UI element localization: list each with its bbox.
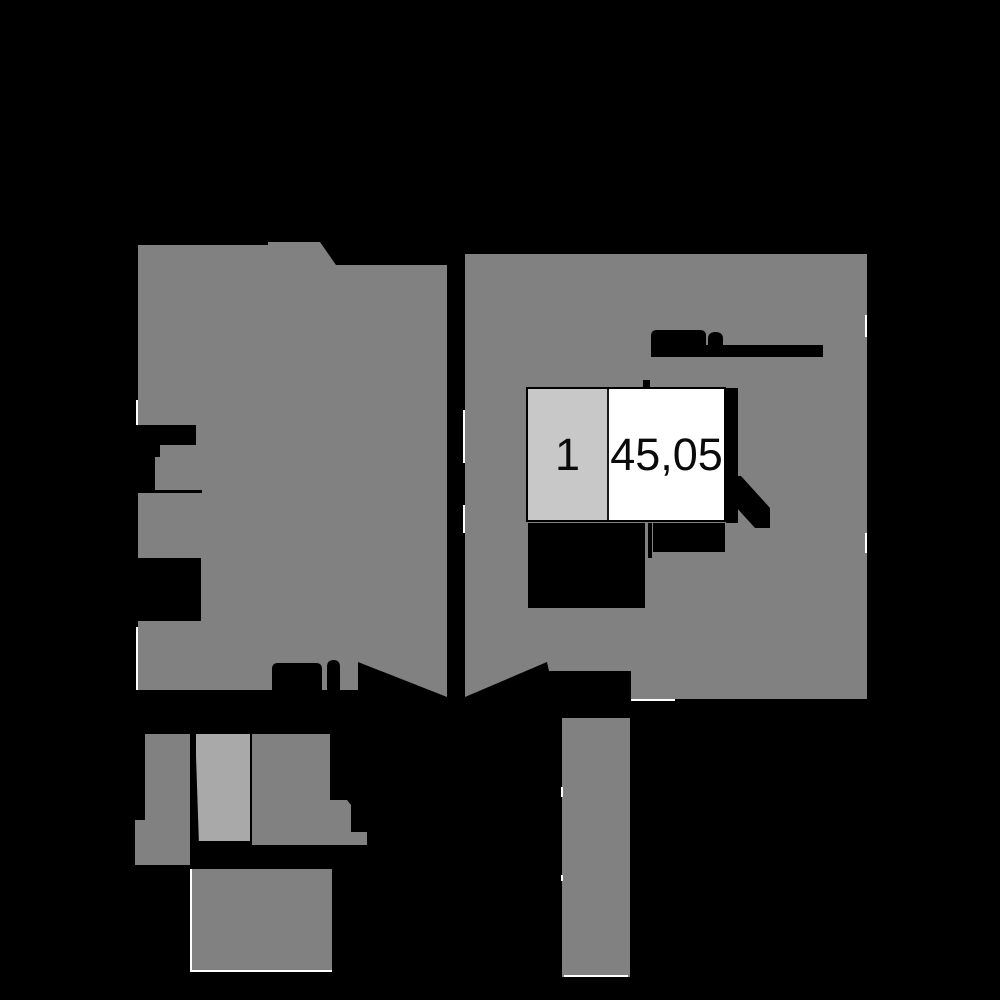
unit-number-text: 1 xyxy=(554,428,581,480)
left-edge-step-line xyxy=(136,490,202,493)
left-edge-step-notch xyxy=(136,425,196,490)
dimension-line-bar xyxy=(651,345,823,357)
below-box-wall-line xyxy=(648,523,652,558)
unit-number-cell: 1 xyxy=(528,389,609,520)
lower-left-room-d xyxy=(192,869,332,972)
unit-area-text: 45,05 xyxy=(610,428,723,480)
white-sliver-left-top xyxy=(136,400,138,425)
lower-left-room-b xyxy=(196,734,250,841)
masked-label-lower-blob-2 xyxy=(327,660,340,690)
white-sliver-corridor-bottom xyxy=(564,975,628,977)
masked-label-lower-blob-1 xyxy=(272,663,322,690)
corridor-strip xyxy=(562,718,630,977)
left-wing-floor xyxy=(138,242,447,697)
shaft-square xyxy=(136,558,201,621)
white-tick-right-edge-2 xyxy=(865,533,867,553)
lower-left-room-a xyxy=(135,734,190,865)
white-sliver-rightwing-edge-2 xyxy=(463,505,465,533)
unit-label-box[interactable]: 1 45,05 xyxy=(526,387,726,522)
lower-left-room-c xyxy=(252,734,367,845)
white-sliver-rightwing-edge-1 xyxy=(463,410,465,463)
pointer-band-diagonal xyxy=(726,476,770,528)
white-underline-rightwing xyxy=(631,699,675,701)
white-tick-right-edge-1 xyxy=(865,315,867,337)
white-sliver-room-d-left xyxy=(190,869,192,972)
below-box-wall-rect-1 xyxy=(528,523,645,608)
white-sliver-room-d-bottom xyxy=(192,970,332,972)
unit-area-cell: 45,05 xyxy=(609,389,724,520)
white-tick-corridor-left-2 xyxy=(561,875,563,881)
lower-left-wall-bar xyxy=(190,845,367,869)
lower-left-divider-wedge xyxy=(191,752,199,845)
masked-label-upper-blob-2 xyxy=(708,332,723,346)
box-top-tick xyxy=(643,380,650,388)
white-tick-corridor-left-1 xyxy=(561,787,563,797)
below-box-wall-rect-2 xyxy=(653,523,725,552)
white-sliver-left-bottom xyxy=(136,627,138,690)
masked-label-upper-blob-1 xyxy=(651,330,706,346)
